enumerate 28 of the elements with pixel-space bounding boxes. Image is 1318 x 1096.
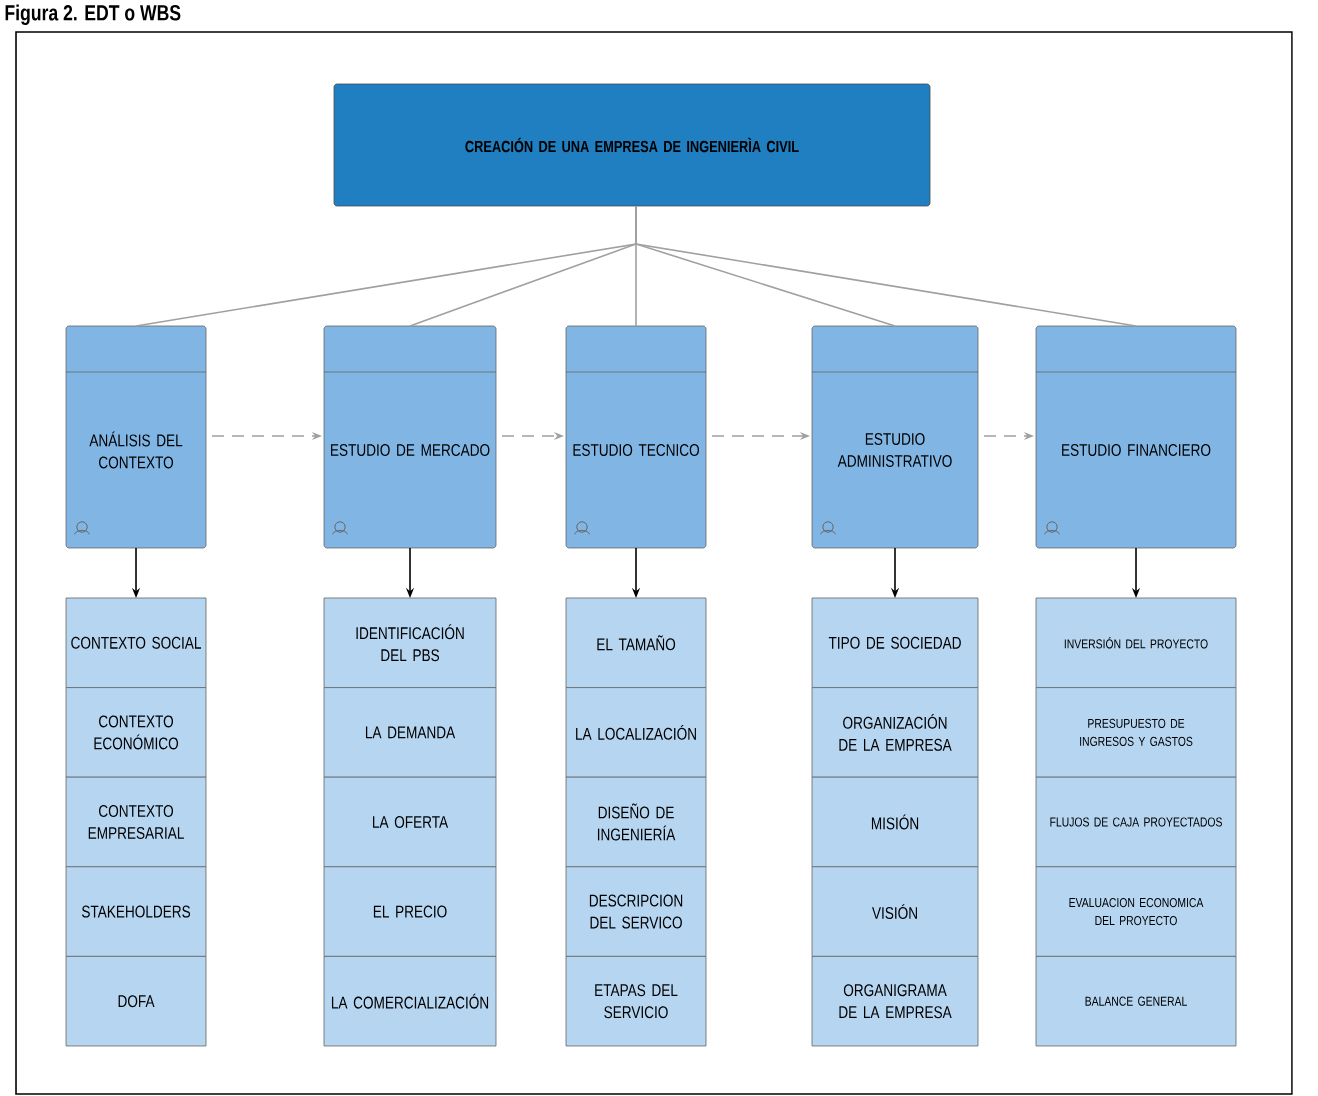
phase-box: ANÁLISIS DEL CONTEXTO [65,325,207,549]
task-box: EL TAMAÑO [565,597,707,688]
task-box: LA DEMANDA [323,687,497,778]
task-box: CONTEXTO EMPRESARIAL [65,776,207,868]
task-box: TIPO DE SOCIEDAD [811,597,979,688]
phase-box: ESTUDIO ADMINISTRATIVO [811,325,979,549]
task-box: IDENTIFICACIÓN DEL PBS [323,597,497,688]
root-box: CREACIÓN DE UNA EMPRESA DE INGENIERÌA CIVIL [333,83,931,207]
task-box: ORGANIGRAMA DE LA EMPRESA [811,956,979,1047]
task-box: LA COMERCIALIZACIÓN [323,956,497,1047]
task-box: CONTEXTO ECONÓMICO [65,687,207,778]
task-box: LA LOCALIZACIÓN [565,687,707,778]
figure-title: Figura 2. EDT o WBS [5,4,181,25]
task-box: ETAPAS DEL SERVICIO [565,956,707,1047]
phase-box: ESTUDIO FINANCIERO [1035,325,1237,549]
task-box: VISIÓN [811,866,979,957]
task-box: DOFA [65,956,207,1047]
task-box: DISEÑO DE INGENIERÍA [565,776,707,868]
connector [635,205,1137,327]
task-box: EL PRECIO [323,866,497,957]
phase-box: ESTUDIO TECNICO [565,325,707,549]
task-box: ORGANIZACIÓN DE LA EMPRESA [811,687,979,778]
task-box: STAKEHOLDERS [65,866,207,957]
task-box: LA OFERTA [323,776,497,868]
task-box: MISIÓN [811,776,979,868]
task-box: DESCRIPCION DEL SERVICO [565,866,707,957]
phase-box: ESTUDIO DE MERCADO [323,325,497,549]
task-box: CONTEXTO SOCIAL [65,597,207,688]
